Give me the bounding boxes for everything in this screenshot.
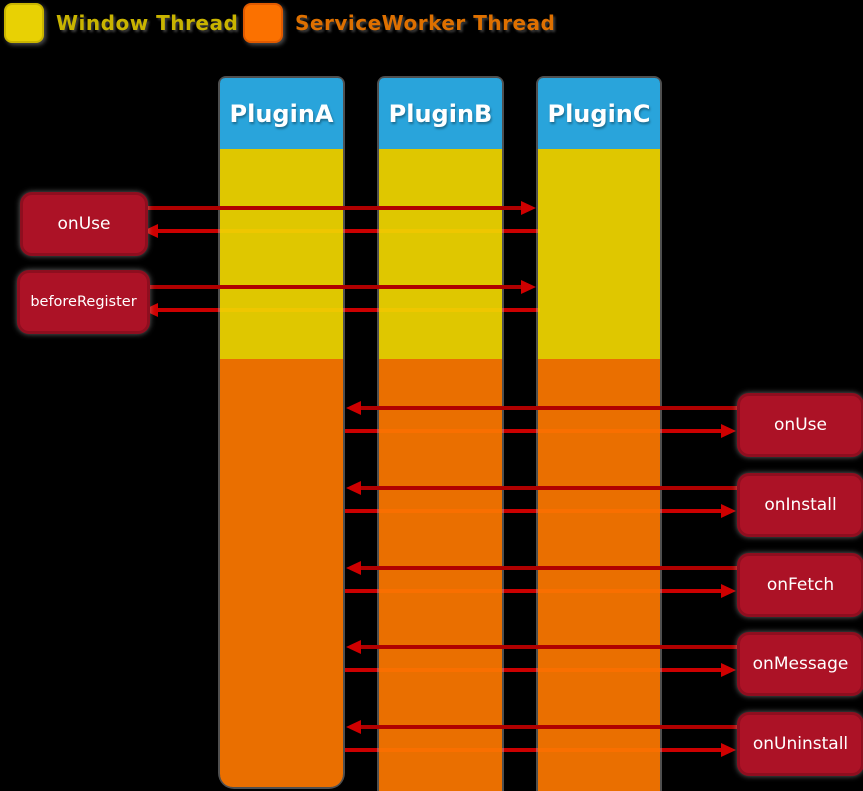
hook-label-onmessage: onMessage [752,654,849,674]
hook-box-onmessage: onMessage [737,632,863,696]
hook-label-onuse-sw: onUse [774,415,827,435]
hook-label-onfetch: onFetch [766,575,835,595]
arrow-onfetch-return [345,589,721,593]
plugin-b-header: PluginB [379,78,502,149]
legend-item-window-thread: Window Thread [4,3,238,43]
plugin-b-title: PluginB [388,99,493,128]
plugin-b-serviceworker-section [379,359,502,791]
hook-box-oninstall: onInstall [737,473,863,537]
hook-label-beforeregister: beforeRegister [30,294,137,310]
plugin-column-c: PluginC [538,78,660,791]
legend-label-window-thread: Window Thread [56,11,239,35]
plugin-a-serviceworker-section [220,359,343,787]
plugin-column-b: PluginB [379,78,502,791]
hook-box-onfetch: onFetch [737,553,863,617]
arrow-sw-onuse-return [345,429,721,433]
legend-item-serviceworker-thread: ServiceWorker Thread [243,3,555,43]
arrow-onfetch-call [361,566,737,570]
plugin-c-serviceworker-section [538,359,660,791]
arrow-onmessage-call [361,645,737,649]
hook-label-onuse-window: onUse [57,214,111,234]
hook-box-beforeregister: beforeRegister [17,270,150,334]
arrow-onuninstall-call [361,725,737,729]
arrow-beforeregister-return [158,308,540,312]
arrow-onuninstall-return [345,748,721,752]
hook-box-onuse-window: onUse [20,192,148,256]
plugin-column-a: PluginA [220,78,343,787]
plugin-b-window-thread-section [379,149,502,359]
window-thread-swatch [4,3,44,43]
arrow-beforeregister-call [140,285,521,289]
arrow-sw-onuse-call [361,406,737,410]
serviceworker-thread-swatch [243,3,283,43]
plugin-c-header: PluginC [538,78,660,149]
plugin-a-title: PluginA [229,99,334,128]
hook-label-onuninstall: onUninstall [752,734,849,754]
hook-box-onuninstall: onUninstall [737,712,863,776]
arrow-oninstall-call [361,486,737,490]
hook-label-oninstall: onInstall [764,495,837,515]
arrow-onmessage-return [345,668,721,672]
plugin-c-window-thread-section [538,149,660,359]
hook-box-onuse-sw: onUse [737,393,863,457]
arrow-onuse-call [140,206,521,210]
arrow-oninstall-return [345,509,721,513]
plugin-a-header: PluginA [220,78,343,149]
arrow-onuse-return [158,229,540,233]
plugin-c-title: PluginC [547,99,651,128]
legend-label-serviceworker-thread: ServiceWorker Thread [295,11,556,35]
plugin-a-window-thread-section [220,149,343,359]
